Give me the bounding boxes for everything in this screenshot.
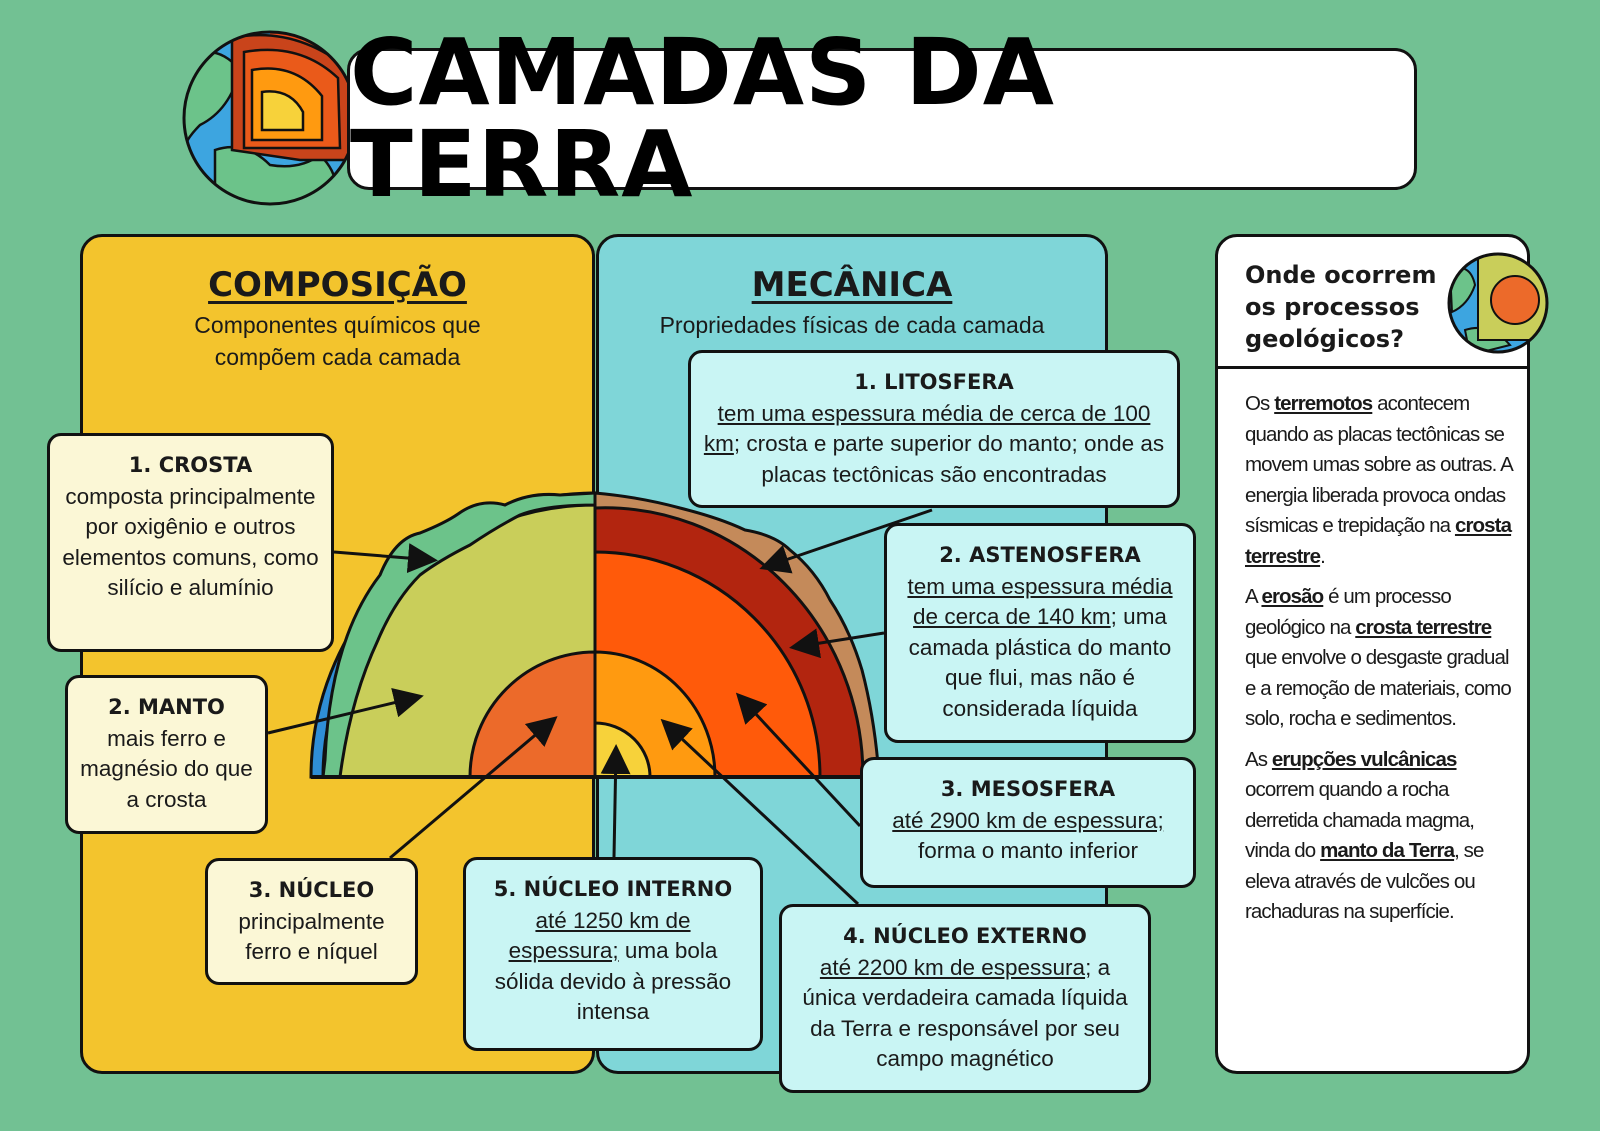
page-title: CAMADAS DA TERRA [350,19,1055,218]
card-text: ; a única verdadeira camada líquida da T… [802,954,1128,1072]
card-underlined: até 2200 km de espessura [819,954,1086,980]
card-title: 3. NÚCLEO [248,878,375,902]
card-underlined: até 1250 km de espessura; [508,907,691,964]
card-title: 2. MANTO [108,695,225,719]
card-mesosfera: 3. MESOSFERA até 2900 km de espessura; f… [860,757,1196,888]
card-astenosfera: 2. ASTENOSFERA tem uma espessura média d… [884,523,1196,743]
card-litosfera: 1. LITOSFERA tem uma espessura média de … [688,350,1180,508]
card-crosta: 1. CROSTA composta principalmente por ox… [47,433,334,652]
card-title: 3. MESOSFERA [940,777,1116,801]
card-text: ; crosta e parte superior do manto; onde… [733,431,1165,487]
mechanics-header: MECÂNICA Propriedades físicas de cada ca… [599,265,1105,341]
sidebar-heading: Onde ocorrem os processos geológicos? [1245,261,1437,353]
card-title: 5. NÚCLEO INTERNO [493,877,733,901]
card-underlined: tem uma espessura média de cerca de 100 … [703,400,1151,457]
card-nucleo-interno: 5. NÚCLEO INTERNO até 1250 km de espessu… [463,857,763,1051]
card-title: 1. LITOSFERA [854,370,1014,394]
card-nucleo-externo: 4. NÚCLEO EXTERNO até 2200 km de espessu… [779,904,1151,1093]
card-text: principalmente ferro e níquel [238,908,385,965]
sidebar-paragraph-earthquakes: Os terremotos acontecem quando as placas… [1245,392,1513,568]
card-text: composta principalmente por oxigênio e o… [62,483,319,601]
mechanics-heading: MECÂNICA [751,265,953,305]
title-banner: CAMADAS DA TERRA [347,27,1417,211]
card-title: 4. NÚCLEO EXTERNO [843,924,1087,948]
sidebar-panel: Onde ocorrem os processos geológicos? Os… [1215,234,1530,1074]
sidebar-header: Onde ocorrem os processos geológicos? [1218,237,1527,369]
sidebar-paragraph-erosion: A erosão é um processo geológico na cros… [1245,585,1512,730]
composition-heading: COMPOSIÇÃO [208,265,467,305]
sidebar-body: Os terremotos acontecem quando as placas… [1218,369,1527,928]
sidebar-paragraph-volcanoes: As erupções vulcânicas ocorrem quando a … [1245,747,1484,924]
card-text: mais ferro e magnésio do que a crosta [80,725,253,812]
card-manto: 2. MANTO mais ferro e magnésio do que a … [65,675,268,834]
card-underlined: até 2900 km de espessura; [892,807,1164,833]
card-nucleo: 3. NÚCLEO principalmente ferro e níquel [205,858,418,985]
card-underlined: tem uma espessura média de cerca de 140 … [907,573,1173,630]
card-title: 2. ASTENOSFERA [939,543,1141,567]
card-text: forma o manto inferior [917,838,1139,863]
card-text: uma bola sólida devido à pressão intensa [494,938,732,1024]
card-text: ; uma camada plástica do manto que flui,… [908,604,1172,721]
mechanics-subtitle: Propriedades físicas de cada camada [659,312,1045,338]
card-title: 1. CROSTA [128,453,253,477]
